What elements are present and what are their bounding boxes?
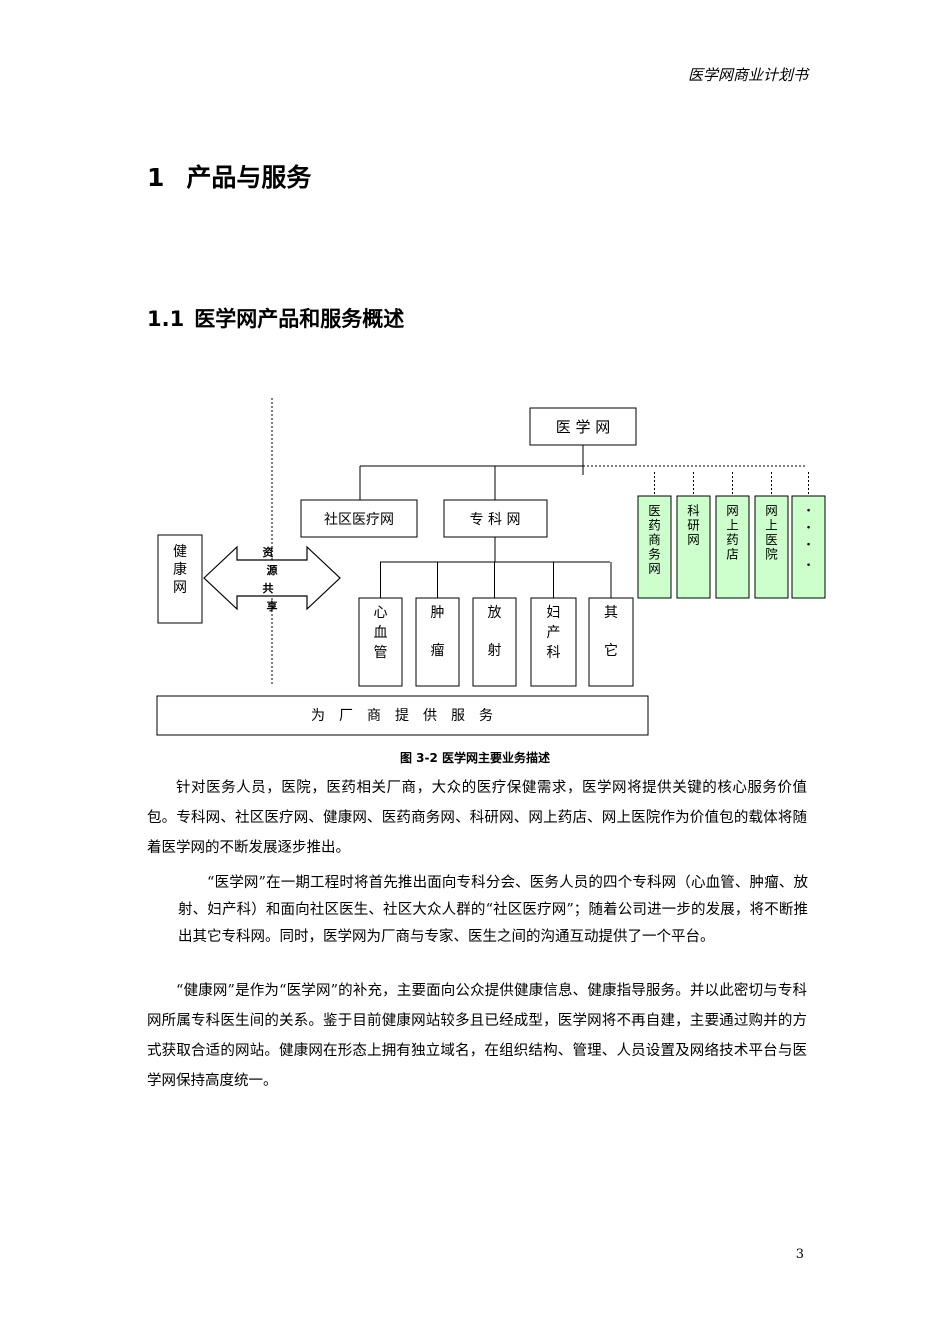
- future-node-char: 务: [648, 547, 661, 562]
- future-node-char: ·: [806, 537, 811, 553]
- specialty-sub-char: 管: [374, 645, 388, 661]
- future-node-box: [715, 495, 750, 599]
- future-node-char: 院: [765, 547, 778, 562]
- future-node-char: 网: [726, 503, 739, 518]
- specialty-sub-box: [358, 597, 403, 687]
- share-label-char: 共: [263, 581, 274, 595]
- future-node-char: 医: [765, 532, 778, 547]
- specialty-sub-char: 其: [604, 605, 618, 621]
- specialty-sub-char: 血: [374, 625, 388, 641]
- specialty-sub-box: [588, 597, 634, 687]
- section-heading: 1 产品与服务: [147, 158, 311, 194]
- figure-caption: 图 3-2 医学网主要业务描述: [399, 751, 551, 765]
- future-node-char: 研: [687, 518, 700, 533]
- share-double-arrow: [203, 545, 341, 611]
- future-node-char: 上: [765, 518, 778, 533]
- health-node-box: [157, 534, 203, 624]
- future-node-box: [637, 495, 672, 599]
- future-node-box: [791, 495, 826, 599]
- future-node-char: 药: [726, 532, 739, 547]
- specialty-sub-char: 科: [547, 645, 561, 661]
- specialty-sub-char: 肿: [431, 605, 445, 621]
- section-title: 产品与服务: [186, 163, 312, 192]
- specialty-node-label: 专 科 网: [470, 512, 521, 528]
- subsection-title: 医学网产品和服务概述: [194, 307, 405, 331]
- specialty-sub-char: 射: [488, 643, 502, 659]
- specialty-sub-box: [530, 597, 577, 687]
- share-label-char: 享: [267, 599, 278, 613]
- future-node-char: 网: [648, 561, 661, 576]
- future-node-char: .: [806, 554, 811, 570]
- specialty-sub-box: [415, 597, 460, 687]
- specialty-sub-char: 心: [374, 605, 388, 621]
- future-node-char: 商: [648, 532, 661, 547]
- subsection-number: 1.1: [147, 307, 185, 331]
- future-node-char: 药: [648, 518, 661, 533]
- vendor-service-box: [156, 695, 649, 736]
- future-node-box: [676, 495, 711, 599]
- specialty-sub-char: 放: [488, 605, 502, 621]
- future-node-char: 店: [726, 547, 739, 562]
- future-node-char: 网: [765, 503, 778, 518]
- header-title: 医学网商业计划书: [687, 66, 808, 84]
- paragraph-2: “医学网”在一期工程时将首先推出面向专科分会、医务人员的四个专科网（心血管、肿瘤…: [178, 875, 808, 945]
- future-node-char: 科: [687, 503, 700, 518]
- paragraph-3: “健康网”是作为“医学网”的补充，主要面向公众提供健康信息、健康指导服务。并以此…: [147, 983, 807, 1089]
- specialty-node-box: [443, 499, 548, 538]
- future-node-char: 上: [726, 518, 739, 533]
- community-node-box: [300, 499, 418, 538]
- future-node-char: ·: [806, 520, 811, 536]
- specialty-sub-char: 瘤: [431, 642, 445, 659]
- share-label-char: 源: [267, 563, 278, 577]
- future-node-box: [754, 495, 789, 599]
- health-node-char: 健: [173, 544, 187, 560]
- share-label-char: 资: [263, 545, 274, 559]
- health-node-char: 网: [173, 580, 187, 596]
- vendor-service-label: 为 厂 商 提 供 服 务: [311, 708, 493, 724]
- specialty-sub-char: 妇: [547, 604, 561, 621]
- future-node-char: 医: [648, 503, 661, 518]
- root-node-label: 医 学 网: [556, 418, 611, 436]
- health-node-char: 康: [173, 561, 187, 578]
- future-node-char: 网: [687, 532, 700, 547]
- community-node-label: 社区医疗网: [324, 512, 394, 528]
- section-number: 1: [147, 163, 165, 192]
- specialty-sub-char: 产: [547, 625, 561, 641]
- specialty-sub-char: 它: [604, 642, 618, 659]
- future-node-char: ·: [806, 503, 811, 519]
- subsection-heading: 1.1 医学网产品和服务概述: [147, 303, 404, 333]
- page-number: 3: [795, 1247, 804, 1262]
- paragraph-1: 针对医务人员，医院，医药相关厂商，大众的医疗保健需求，医学网将提供关键的核心服务…: [147, 780, 807, 856]
- specialty-sub-box: [472, 597, 517, 687]
